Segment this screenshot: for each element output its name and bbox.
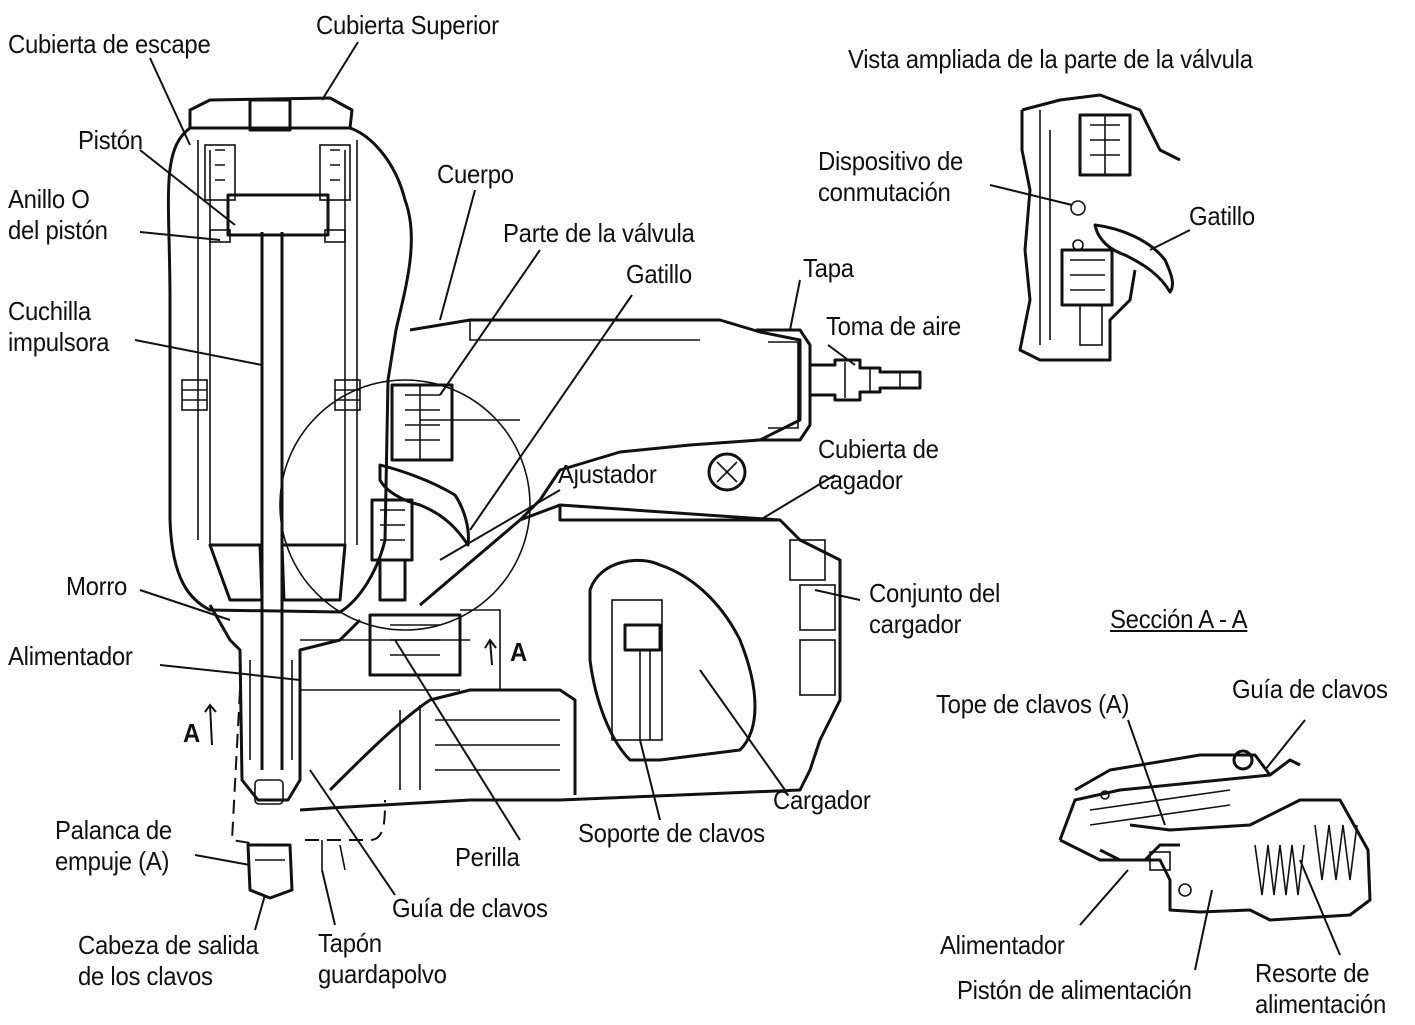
label-cubierta-cargador: Cubierta de cagador	[818, 434, 939, 496]
label-resorte-line1: Resorte de	[1255, 958, 1370, 988]
tool-cylinder-body	[166, 96, 413, 805]
label-cubierta-escape: Cubierta de escape	[8, 29, 211, 59]
label-conjunto-cargador-line2: cargador	[869, 609, 962, 639]
label-parte-valvula: Parte de la válvula	[503, 218, 695, 248]
label-ajustador: Ajustador	[558, 459, 657, 489]
label-cubierta-cargador-line1: Cubierta de	[818, 434, 939, 464]
label-guia-clavos-inset: Guía de clavos	[1232, 674, 1388, 704]
label-cuchilla: Cuchilla impulsora	[8, 296, 109, 358]
section-aa-drawing	[1058, 719, 1372, 971]
label-cuerpo: Cuerpo	[437, 159, 514, 189]
valve-area	[279, 379, 531, 631]
label-tapa: Tapa	[803, 253, 854, 283]
section-a-markers	[204, 638, 497, 746]
valve-inset-title: Vista ampliada de la parte de la válvula	[848, 44, 1253, 74]
label-piston-alimentacion: Pistón de alimentación	[957, 975, 1192, 1005]
label-anillo-o-line1: Anillo O	[8, 184, 90, 214]
label-conjunto-cargador-line1: Conjunto del	[869, 578, 1001, 608]
label-tope-clavos: Tope de clavos (A)	[936, 689, 1130, 719]
label-anillo-o-line2: del pistón	[8, 215, 108, 245]
label-guia-clavos: Guía de clavos	[392, 893, 548, 923]
label-resorte-line2: alimentación	[1255, 989, 1386, 1019]
label-tapon-guardapolvo: Tapón guardapolvo	[318, 928, 447, 990]
label-tapon-line1: Tapón	[318, 928, 382, 958]
label-toma-aire: Toma de aire	[826, 311, 961, 341]
label-cuchilla-line2: impulsora	[8, 327, 110, 357]
label-gatillo: Gatillo	[626, 259, 692, 289]
label-alimentador: Alimentador	[8, 641, 133, 671]
label-palanca-empuje: Palanca de empuje (A)	[55, 815, 172, 877]
label-tapon-line2: guardapolvo	[318, 959, 447, 989]
label-cabeza-salida: Cabeza de salida de los clavos	[78, 930, 259, 992]
label-piston: Pistón	[78, 125, 143, 155]
label-cabeza-line2: de los clavos	[78, 961, 213, 991]
section-inset-title: Sección A - A	[1110, 604, 1248, 634]
dust-cap-outline	[230, 689, 386, 846]
label-alimentador-inset: Alimentador	[940, 930, 1065, 960]
label-soporte-clavos: Soporte de clavos	[578, 818, 765, 848]
label-cabeza-line1: Cabeza de salida	[78, 930, 259, 960]
leader-lines	[134, 41, 861, 931]
tool-handle	[409, 318, 922, 522]
label-perilla: Perilla	[455, 842, 520, 872]
nail-exit-head	[246, 843, 294, 900]
label-section-mark-left: A	[183, 718, 201, 748]
label-morro: Morro	[66, 571, 128, 601]
label-resorte-alimentacion: Resorte de alimentación	[1255, 958, 1386, 1020]
valve-zoom-drawing	[989, 93, 1191, 362]
magazine	[299, 503, 842, 812]
label-dispositivo-line1: Dispositivo de	[818, 146, 964, 176]
label-palanca-line2: empuje (A)	[55, 846, 170, 876]
label-cubierta-cargador-line2: cagador	[818, 465, 903, 495]
label-palanca-line1: Palanca de	[55, 815, 172, 845]
label-cuchilla-line1: Cuchilla	[8, 296, 91, 326]
label-cargador: Cargador	[773, 785, 871, 815]
label-section-mark-right: A	[510, 637, 528, 667]
label-anillo-o: Anillo O del pistón	[8, 184, 108, 246]
label-cubierta-superior: Cubierta Superior	[316, 10, 499, 40]
label-dispositivo-conmutacion: Dispositivo de conmutación	[818, 146, 963, 208]
label-gatillo-inset: Gatillo	[1189, 201, 1255, 231]
label-conjunto-cargador: Conjunto del cargador	[869, 578, 1000, 640]
label-dispositivo-line2: conmutación	[818, 177, 951, 207]
